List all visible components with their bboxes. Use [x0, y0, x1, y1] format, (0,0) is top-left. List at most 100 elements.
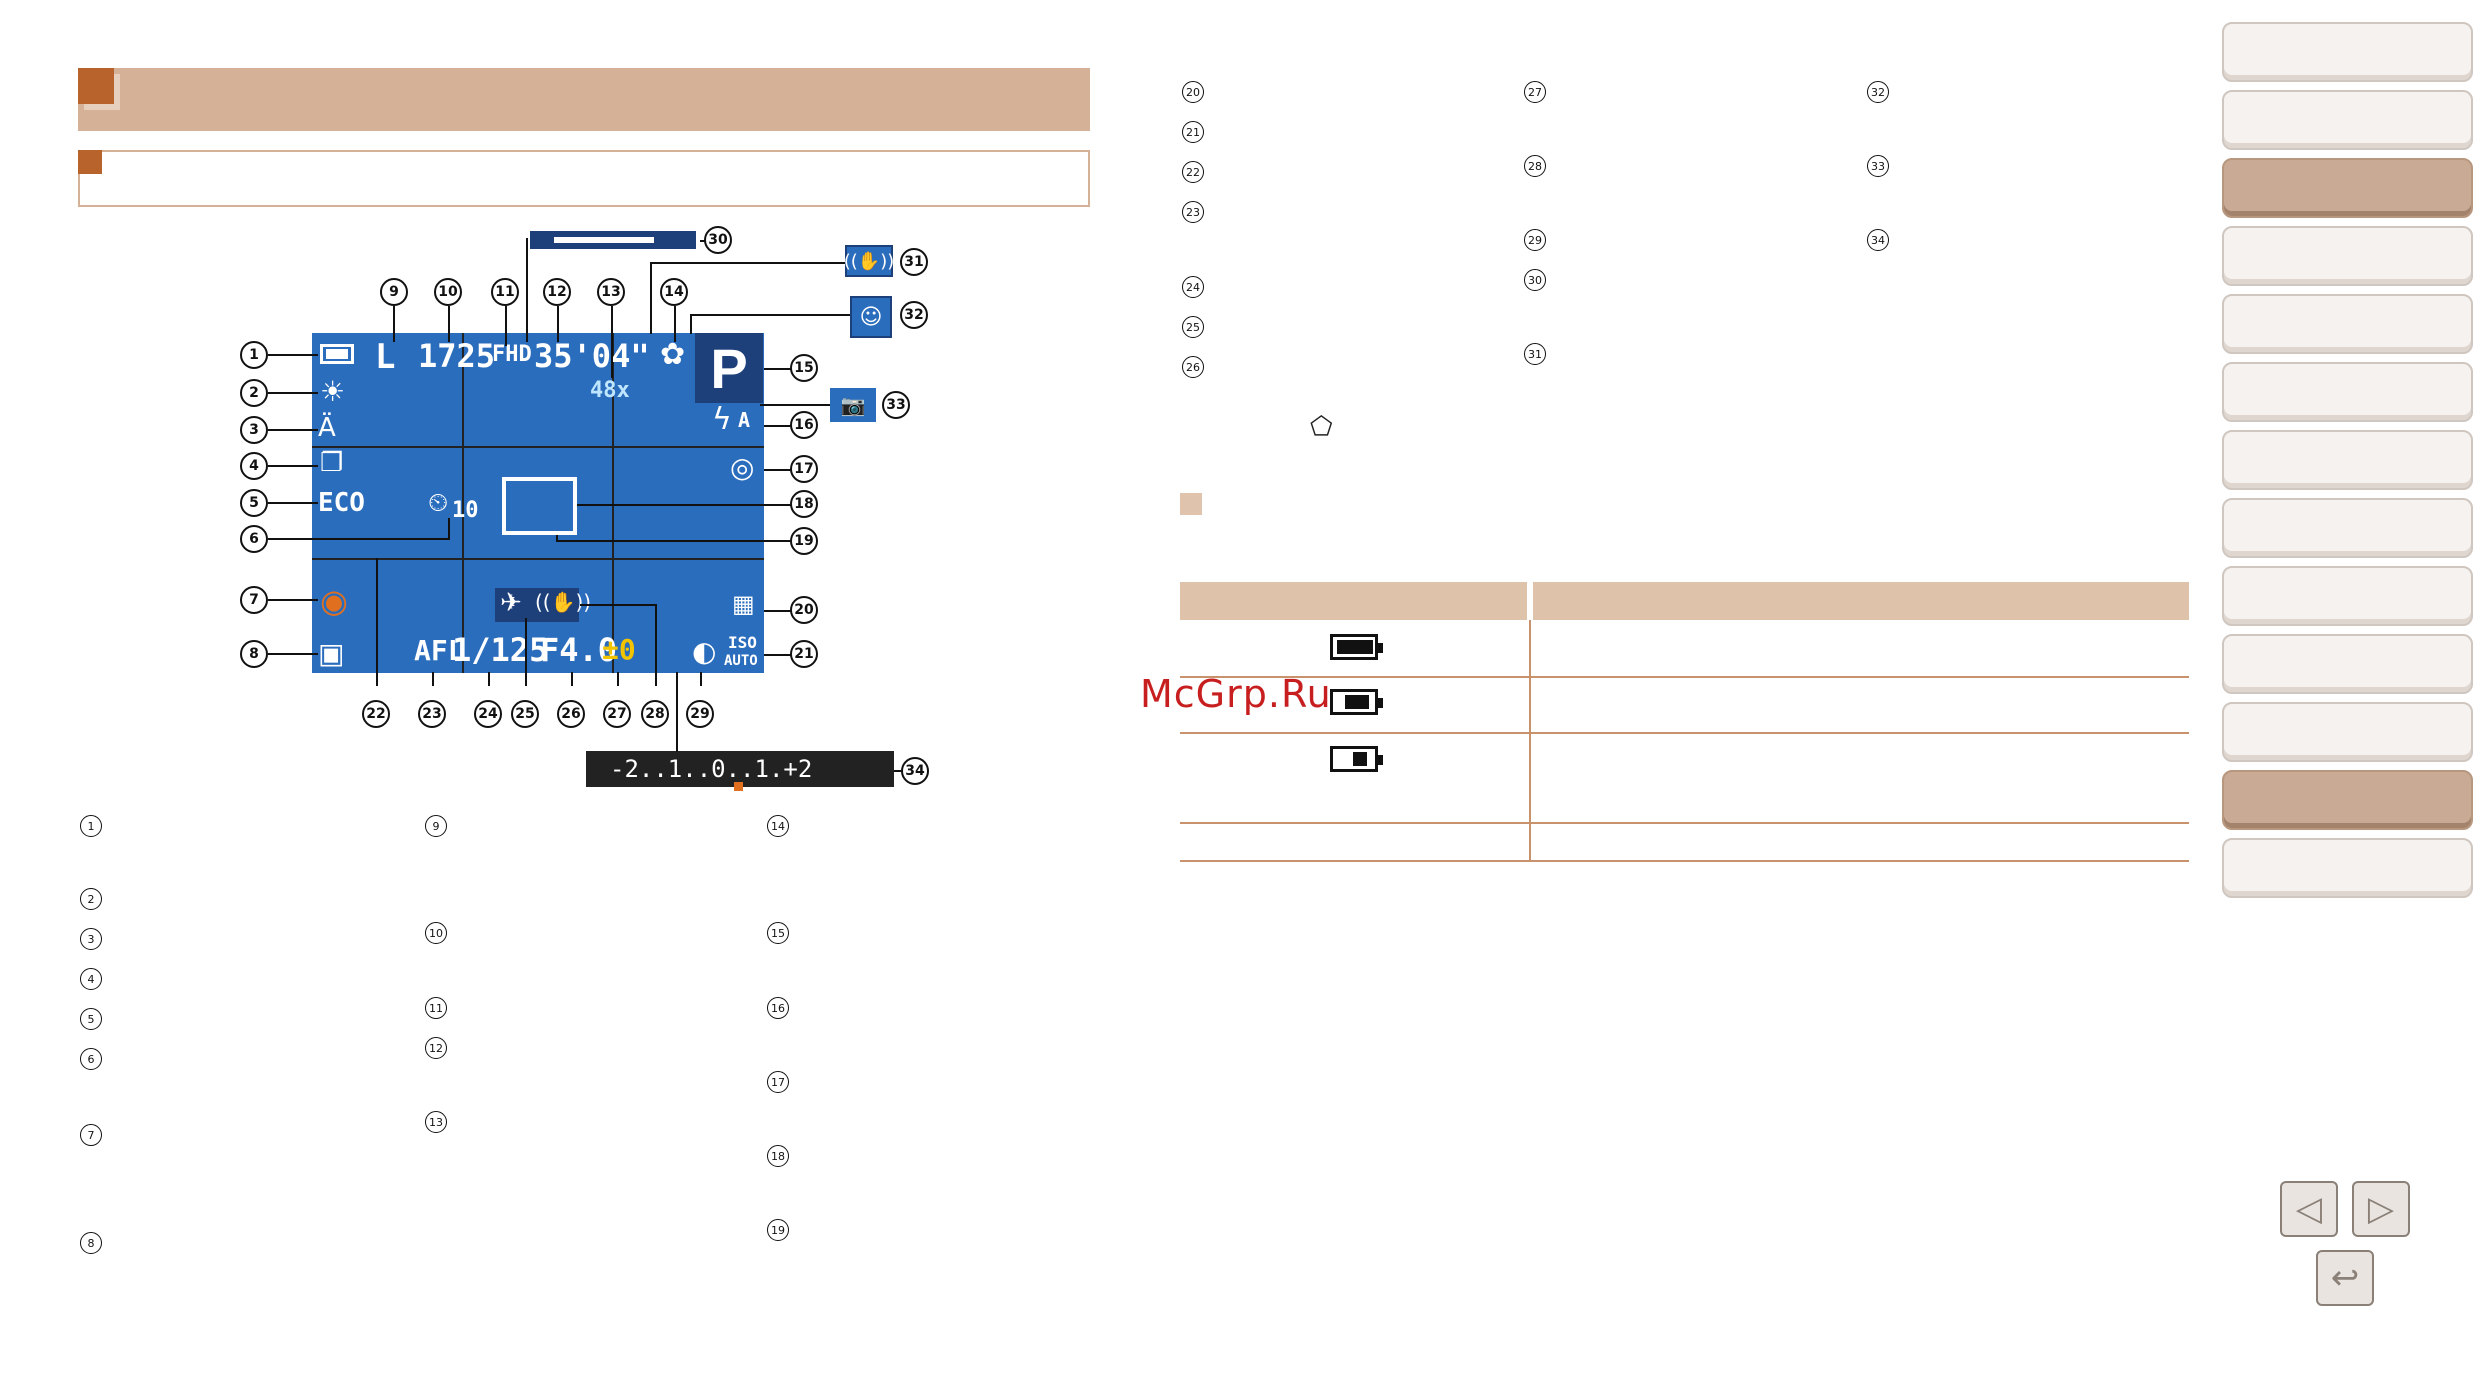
- tilt-badge: 📷: [830, 388, 876, 422]
- list-item-8: 8: [80, 1232, 102, 1254]
- watermark: McGrp.Ru: [1140, 672, 1332, 716]
- side-tab-2[interactable]: [2222, 90, 2473, 150]
- sun-icon: ☀: [320, 375, 346, 408]
- callout-33: 33: [882, 391, 910, 419]
- list-item-6: 6: [80, 1048, 102, 1070]
- side-tab-3[interactable]: [2222, 158, 2473, 218]
- red-eye-icon: ◎: [730, 451, 755, 484]
- side-tab-11[interactable]: [2222, 702, 2473, 762]
- callout-27: 27: [603, 700, 631, 728]
- callout-5: 5: [240, 489, 268, 517]
- movie-time: 35'04": [534, 337, 650, 375]
- battery-half-icon: [1330, 689, 1383, 715]
- side-tab-10[interactable]: [2222, 634, 2473, 694]
- callout-29: 29: [686, 700, 714, 728]
- image-quality: L: [375, 337, 396, 377]
- list-item-18: 18: [767, 1145, 789, 1167]
- prev-page-button[interactable]: ◁: [2280, 1181, 2338, 1237]
- side-tab-4[interactable]: [2222, 226, 2473, 286]
- side-tab-1[interactable]: [2222, 22, 2473, 82]
- list-item-17: 17: [767, 1071, 789, 1093]
- image-stabilizer-icon: ((✋)): [535, 590, 592, 614]
- iso-value: AUTO: [724, 653, 758, 669]
- list-item-25: 25: [1182, 316, 1204, 338]
- side-tab-13[interactable]: [2222, 838, 2473, 898]
- battery-low-icon: [1330, 746, 1383, 772]
- list-item-16: 16: [767, 997, 789, 1019]
- side-tab-5[interactable]: [2222, 294, 2473, 354]
- callout-17: 17: [790, 455, 818, 483]
- callout-31: 31: [900, 248, 928, 276]
- af-lock: AFL: [414, 634, 465, 667]
- callout-20: 20: [790, 596, 818, 624]
- callout-11: 11: [491, 278, 519, 306]
- callout-12: 12: [543, 278, 571, 306]
- section-title-bar: [78, 68, 1090, 131]
- i-contrast-icon: ◐: [692, 635, 717, 668]
- callout-4: 4: [240, 452, 268, 480]
- section-marker: [78, 68, 114, 104]
- side-tab-9[interactable]: [2222, 566, 2473, 626]
- shutter-speed: 1/125: [452, 631, 549, 669]
- callout-1: 1: [240, 341, 268, 369]
- callout-26: 26: [557, 700, 585, 728]
- callout-34: 34: [901, 757, 929, 785]
- list-item-12: 12: [425, 1037, 447, 1059]
- side-tab-12[interactable]: [2222, 770, 2473, 830]
- callout-13: 13: [597, 278, 625, 306]
- stabilizer-badge: ((✋)): [844, 245, 894, 277]
- shots-remaining: 1725: [418, 337, 496, 375]
- subsection-title-frame: [78, 150, 1090, 207]
- list-item-11: 11: [425, 997, 447, 1019]
- list-item-19: 19: [767, 1219, 789, 1241]
- af-frame: [502, 477, 577, 535]
- return-button[interactable]: ↩: [2316, 1250, 2374, 1306]
- callout-23: 23: [418, 700, 446, 728]
- self-timer-icon: ⏲: [428, 488, 449, 518]
- list-item-21: 21: [1182, 121, 1204, 143]
- date-stamp-icon: ▦: [732, 590, 755, 618]
- zoom-bar: [528, 229, 698, 251]
- continuous-shooting-icon: ❐: [320, 448, 344, 478]
- table-header-left: [1180, 582, 1527, 620]
- list-item-15: 15: [767, 922, 789, 944]
- list-item-26: 26: [1182, 356, 1204, 378]
- list-item-23: 23: [1182, 201, 1204, 223]
- list-item-29: 29: [1524, 229, 1546, 251]
- callout-30: 30: [704, 226, 732, 254]
- battery-full-icon: [1330, 634, 1383, 660]
- table-header-right: [1533, 582, 2189, 620]
- callout-15: 15: [790, 354, 818, 382]
- metering-icon: ▣: [318, 637, 345, 670]
- eco-indicator: ECO: [318, 488, 365, 518]
- callout-8: 8: [240, 640, 268, 668]
- return-icon: ↩: [2330, 1258, 2360, 1298]
- zoom-ratio: 48x: [590, 378, 630, 403]
- callout-28: 28: [641, 700, 669, 728]
- list-item-30: 30: [1524, 269, 1546, 291]
- subsection-marker: [78, 150, 102, 174]
- list-item-24: 24: [1182, 276, 1204, 298]
- next-page-button[interactable]: ▷: [2352, 1181, 2410, 1237]
- list-item-5: 5: [80, 1008, 102, 1030]
- callout-3: 3: [240, 416, 268, 444]
- exposure-compensation: ±0: [602, 633, 636, 666]
- chevron-right-icon: ▷: [2367, 1189, 2395, 1229]
- color-icon: Ä: [318, 413, 336, 443]
- scene-badge: ☺: [850, 296, 892, 338]
- exposure-marker: [734, 782, 743, 791]
- callout-22: 22: [362, 700, 390, 728]
- list-item-1: 1: [80, 815, 102, 837]
- list-item-33: 33: [1867, 155, 1889, 177]
- side-tab-7[interactable]: [2222, 430, 2473, 490]
- side-tab-6[interactable]: [2222, 362, 2473, 422]
- callout-24: 24: [474, 700, 502, 728]
- callout-19: 19: [790, 527, 818, 555]
- iso-label: ISO: [728, 633, 757, 652]
- list-item-28: 28: [1524, 155, 1546, 177]
- list-item-10: 10: [425, 922, 447, 944]
- side-tab-8[interactable]: [2222, 498, 2473, 558]
- list-item-20: 20: [1182, 81, 1204, 103]
- chevron-left-icon: ◁: [2295, 1189, 2323, 1229]
- subsection-marker-2: [1180, 493, 1202, 515]
